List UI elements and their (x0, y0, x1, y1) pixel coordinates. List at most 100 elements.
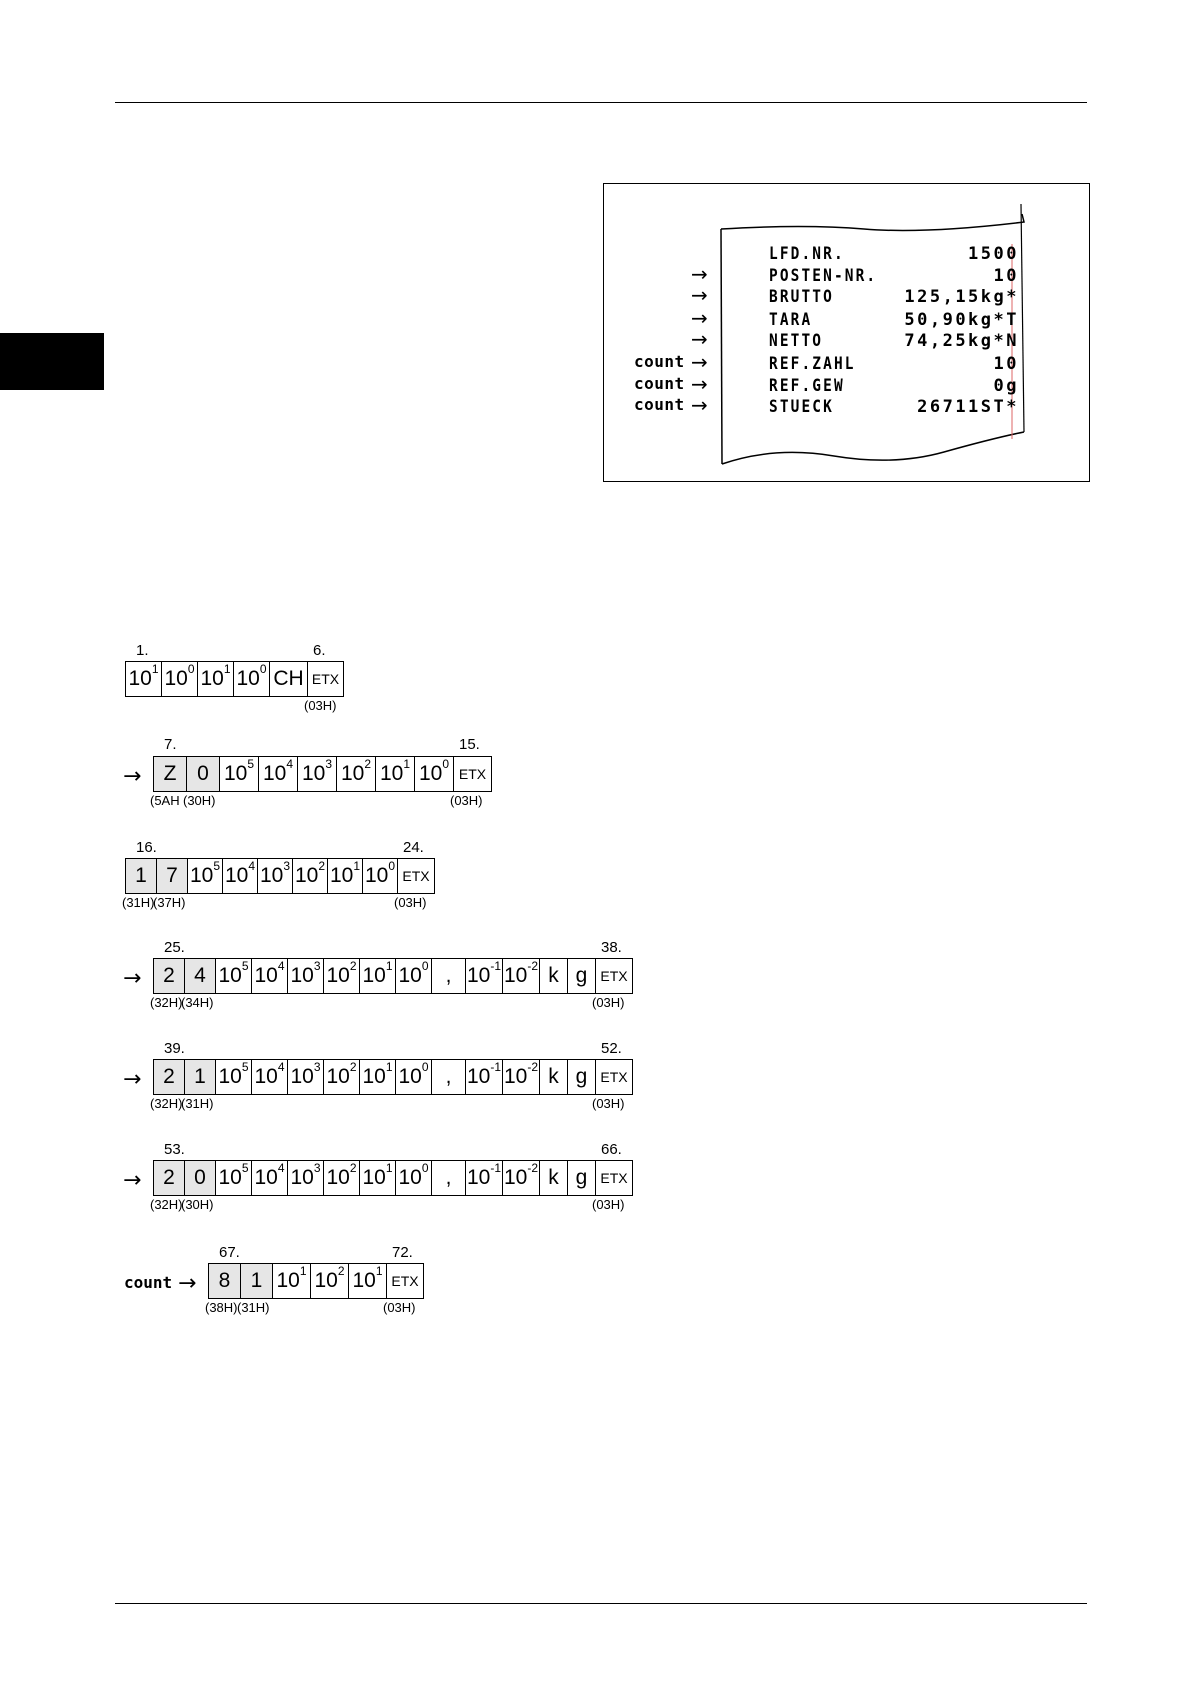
receipt-line-label: STUECK (769, 397, 834, 417)
telegram-cell: 7 (156, 858, 188, 894)
power-base: 10 (314, 1269, 338, 1292)
byte-end-number: 15. (459, 736, 480, 753)
arrow-icon: → (178, 1271, 197, 1296)
telegram-cell: g (567, 958, 596, 994)
power-base: 10 (503, 1065, 528, 1088)
power-exponent: 0 (421, 959, 429, 973)
hex-code: (03H) (450, 793, 483, 808)
etx-cell: ETX (453, 756, 492, 792)
receipt-line-label: REF.ZAHL (769, 354, 856, 374)
telegram-cell: 10-2 (502, 958, 540, 994)
power-exponent: -1 (490, 1060, 502, 1074)
receipt-line-value: 74,25kg*N (904, 331, 1019, 351)
arrow-icon: → (691, 327, 708, 351)
power-base: 10 (326, 1065, 350, 1088)
power-base: 10 (398, 1166, 422, 1189)
hex-code: (32H) (150, 1197, 183, 1212)
telegram-cell: 10-1 (465, 1160, 503, 1196)
cell-text: k (548, 964, 559, 987)
power-base: 10 (200, 667, 224, 690)
power-base: 10 (290, 1065, 314, 1088)
paper-strip-outline (720, 203, 1025, 465)
power-base: 10 (466, 964, 491, 987)
telegram-cell: k (539, 958, 568, 994)
power-exponent: 4 (286, 757, 294, 771)
cell-text: 2 (163, 1065, 175, 1088)
receipt-line-value: 10 (993, 354, 1019, 374)
telegram-cell: k (539, 1059, 568, 1095)
arrow-icon: → (691, 306, 708, 330)
receipt-line-value: 0g (993, 376, 1019, 396)
receipt-line-value: 1500 (968, 244, 1019, 264)
power-exponent: 1 (299, 1264, 307, 1278)
arrow-icon: → (123, 764, 142, 789)
power-exponent: 4 (277, 959, 285, 973)
telegram-cell: 2 (153, 1059, 185, 1095)
hex-code: (37H) (153, 895, 186, 910)
cell-text: ETX (600, 968, 628, 984)
power-base: 10 (379, 762, 404, 785)
receipt-line-value: 50,90kg*T (904, 310, 1019, 330)
cell-text: 7 (166, 864, 178, 887)
count-label: count (634, 395, 685, 414)
etx-cell: ETX (307, 661, 344, 697)
power-exponent: 5 (241, 1060, 249, 1074)
power-of-ten: 10-1 (467, 1060, 501, 1089)
hex-code: (31H) (181, 1096, 214, 1111)
hex-code: (03H) (592, 995, 625, 1010)
hex-code: (03H) (394, 895, 427, 910)
power-exponent: 1 (353, 859, 361, 873)
receipt-line-label: LFD.NR. (769, 244, 845, 264)
receipt-line-label: NETTO (769, 331, 824, 351)
power-exponent: 5 (247, 757, 255, 771)
power-base: 10 (364, 864, 389, 887)
telegram-cell: 1 (240, 1263, 273, 1299)
cell-text: , (445, 1166, 452, 1189)
power-base: 10 (326, 964, 350, 987)
hex-code: (30H) (183, 793, 216, 808)
cell-text: 4 (194, 964, 206, 987)
power-base: 10 (224, 864, 249, 887)
telegram-cell: 10-1 (465, 958, 503, 994)
cell-text: k (548, 1065, 559, 1088)
power-exponent: 2 (349, 1060, 357, 1074)
arrow-icon: → (691, 283, 708, 307)
power-exponent: -1 (490, 1161, 502, 1175)
power-exponent: 0 (259, 662, 267, 676)
arrow-icon: → (691, 393, 708, 417)
telegram-cell: , (431, 958, 466, 994)
telegram-cell: 1 (184, 1059, 216, 1095)
